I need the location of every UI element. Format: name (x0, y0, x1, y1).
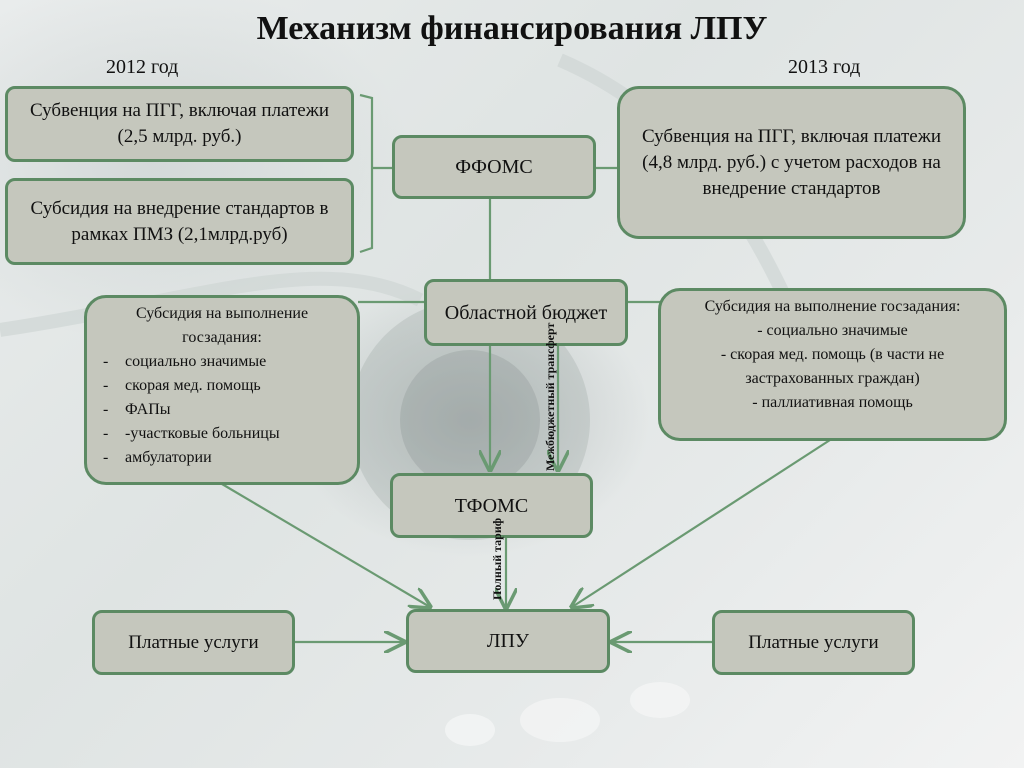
box-right-state-task: Субсидия на выполнение госзадания: - соц… (658, 288, 1007, 441)
right-task-line: - паллиативная помощь (752, 394, 913, 411)
box-subvention-2013: Субвенция на ПГГ, включая платежи (4,8 м… (617, 86, 966, 239)
right-task-header: Субсидия на выполнение госзадания: (704, 298, 961, 315)
box-subsidy-standards: Субсидия на внедрение стандартов в рамка… (5, 178, 354, 265)
label-transfer: Межбюджетный трансферт (543, 322, 557, 471)
box-ffoms: ФФОМС (392, 135, 596, 199)
list-item: -участковые больницы (103, 422, 347, 446)
box-regional-budget: Областной бюджет (424, 279, 628, 346)
year-2013-label: 2013 год (788, 56, 861, 78)
box-subvention-2012: Субвенция на ПГГ, включая платежи (2,5 м… (5, 86, 354, 162)
year-2012-label: 2012 год (106, 56, 179, 78)
right-task-line: - скорая мед. помощь (в части не застрах… (720, 346, 945, 387)
list-item: ФАПы (103, 398, 347, 422)
page-title: Механизм финансирования ЛПУ (256, 10, 768, 47)
box-lpu: ЛПУ (406, 609, 610, 673)
box-tfoms: ТФОМС (390, 473, 593, 538)
left-task-list: социально значимые скорая мед. помощь ФА… (97, 350, 347, 470)
right-task-line: - социально значимые (757, 322, 908, 339)
box-left-state-task: Субсидия на выполнение госзадания: социа… (84, 295, 360, 485)
box-paid-services-right: Платные услуги (712, 610, 915, 675)
list-item: скорая мед. помощь (103, 374, 347, 398)
box-paid-services-left: Платные услуги (92, 610, 295, 675)
list-item: амбулатории (103, 446, 347, 470)
list-item: социально значимые (103, 350, 347, 374)
left-task-header: Субсидия на выполнение госзадания: (135, 305, 309, 346)
label-full-tariff: Полный тариф (490, 517, 504, 600)
